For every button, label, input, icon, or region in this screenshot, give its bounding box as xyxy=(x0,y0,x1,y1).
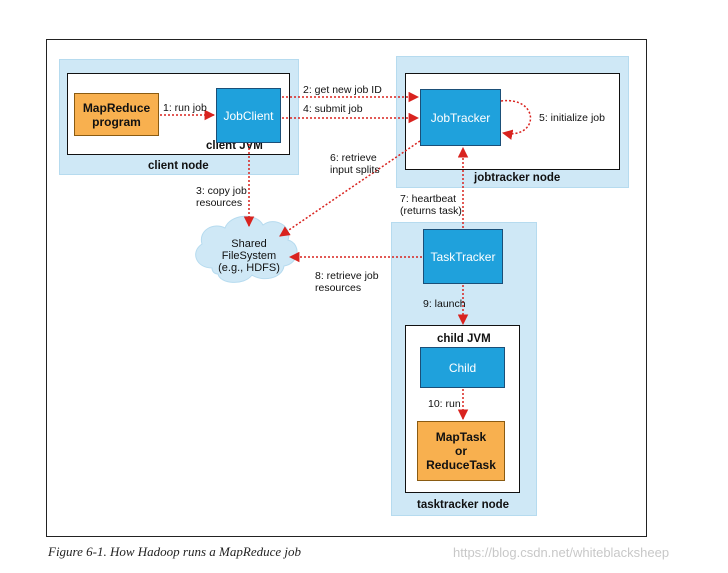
arrow-retrieve-splits xyxy=(279,140,421,237)
child-jvm-label: child JVM xyxy=(437,333,491,345)
step-7-label: 7: heartbeat (returns task) xyxy=(400,193,462,217)
client-node-label: client node xyxy=(148,160,209,172)
tasktracker-box: TaskTracker xyxy=(423,229,503,284)
jobtracker-node-label: jobtracker node xyxy=(474,172,561,184)
step-4-label: 4: submit job xyxy=(303,103,363,115)
jobclient-box: JobClient xyxy=(216,88,281,143)
jobtracker-box: JobTracker xyxy=(420,89,501,146)
step-8-label: 8: retrieve job resources xyxy=(315,270,379,294)
step-2-label: 2: get new job ID xyxy=(303,84,382,96)
hdfs-label: Shared FileSystem (e.g., HDFS) xyxy=(218,238,280,274)
step-10-label: 10: run xyxy=(428,398,461,410)
mapreduce-program-box: MapReduce program xyxy=(74,93,159,136)
step-3-label: 3: copy job resources xyxy=(196,185,247,209)
tasktracker-node-label: tasktracker node xyxy=(417,499,510,511)
figure-caption: Figure 6-1. How Hadoop runs a MapReduce … xyxy=(48,544,301,559)
child-box: Child xyxy=(420,347,505,388)
step-5-label: 5: initialize job xyxy=(539,112,605,124)
arrow-initialize-job xyxy=(500,100,532,140)
maptask-box: MapTask or ReduceTask xyxy=(417,421,505,481)
step-6-label: 6: retrieve input splits xyxy=(330,152,380,176)
watermark-text: https://blog.csdn.net/whiteblacksheep xyxy=(453,545,670,560)
step-1-label: 1: run job xyxy=(163,102,207,114)
step-9-label: 9: launch xyxy=(423,298,466,310)
